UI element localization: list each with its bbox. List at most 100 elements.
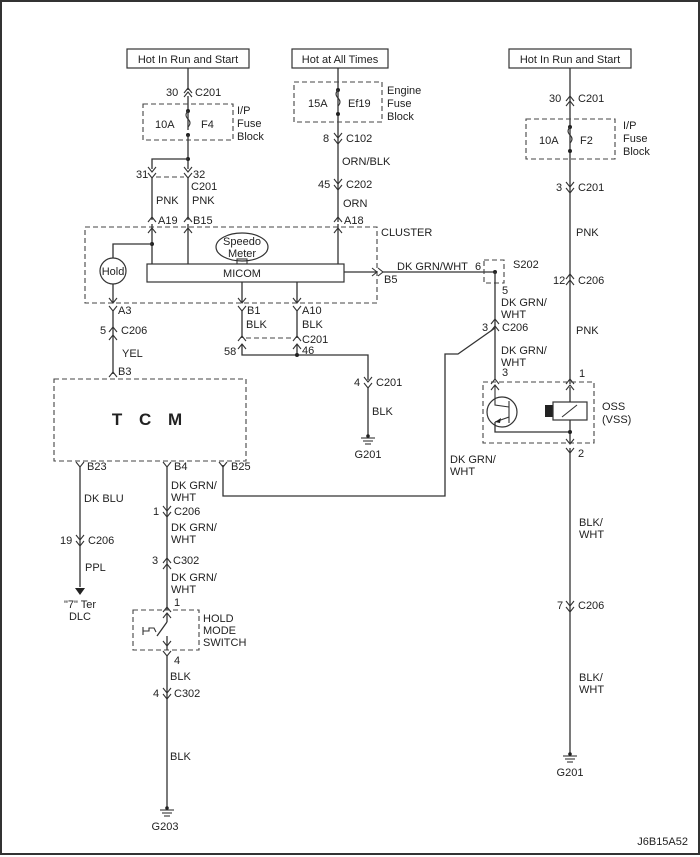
wire-color-label: WHT	[501, 309, 526, 321]
cluster-lower-circuits: A3 5 C206 YEL B3 B1 A10 BLK BLK C201 58 …	[100, 305, 402, 461]
wire-color-label: WHT	[450, 466, 475, 478]
wire-color-label: PNK	[192, 195, 215, 207]
connector-label: C206	[121, 325, 147, 337]
fuse-rating: 10A	[155, 119, 175, 131]
ground-label: G201	[355, 449, 382, 461]
dlc-label: DLC	[69, 611, 91, 623]
wire-color-label: DK GRN/	[171, 480, 218, 492]
pin-label: 32	[193, 169, 205, 181]
fuse-icon	[185, 110, 191, 128]
wire-color-label: DK GRN/	[171, 572, 218, 584]
connector-label: C201	[195, 87, 221, 99]
wire-color-label: DK GRN/	[171, 522, 218, 534]
wire-color-label: BLK	[170, 671, 191, 683]
wire-color-label: BLK	[372, 406, 393, 418]
speedo-label: Meter	[228, 248, 256, 260]
power-source-middle-label: Hot at All Times	[302, 54, 379, 66]
wire-color-label: WHT	[171, 534, 196, 546]
connector-label: C201	[578, 93, 604, 105]
magnet-icon	[545, 405, 553, 417]
pin-label: 30	[549, 93, 561, 105]
tcm-lower-circuits: B23 DK BLU 19 C206 PPL "7" Ter DLC B4 DK…	[60, 461, 251, 623]
hold-switch-ground-circuit: 4 BLK 4 C302 BLK G203	[152, 650, 200, 833]
wire-color-label: YEL	[122, 348, 143, 360]
pin-label: 8	[323, 133, 329, 145]
wire-color-label: WHT	[171, 584, 196, 596]
pin-label: 1	[174, 597, 180, 609]
wire-color-label: DK GRN/	[450, 454, 497, 466]
fuse-block-label: I/P	[237, 105, 250, 117]
pin-label: 30	[166, 87, 178, 99]
hold-label: Hold	[102, 266, 125, 278]
ground-label: G203	[152, 821, 179, 833]
wire-color-label: PNK	[156, 195, 179, 207]
fuse-name: F4	[201, 119, 214, 131]
fuse-block-label: Block	[237, 131, 264, 143]
power-source-left: Hot In Run and Start	[126, 48, 250, 69]
pin-label: 1	[153, 506, 159, 518]
pin-label: B3	[118, 366, 131, 378]
connector-label: C201	[191, 181, 217, 193]
wire-color-label: ORN/BLK	[342, 156, 391, 168]
left-feed-circuit: 30 C201 10A F4 I/P Fuse Block 31 32 C201…	[136, 68, 264, 227]
fuse-block-label: Fuse	[387, 98, 411, 110]
ground-label: G201	[557, 767, 584, 779]
connector-label: C201	[578, 182, 604, 194]
fuse-rating: 15A	[308, 98, 328, 110]
arrow-down-icon	[75, 588, 85, 595]
wire-color-label: PPL	[85, 562, 106, 574]
power-source-right-label: Hot In Run and Start	[520, 54, 620, 66]
oss-label: OSS	[602, 401, 625, 413]
pin-label: 19	[60, 535, 72, 547]
speedometer-icon	[215, 232, 269, 262]
pin-label: 4	[153, 688, 159, 700]
tcm-label: T C M	[112, 410, 188, 429]
pin-label: A18	[344, 215, 364, 227]
wire-color-label: WHT	[171, 492, 196, 504]
connector-label: C302	[174, 688, 200, 700]
power-source-middle: Hot at All Times	[291, 48, 389, 69]
pin-label: 3	[502, 367, 508, 379]
pin-label: A19	[158, 215, 178, 227]
wire-color-label: ORN	[343, 198, 368, 210]
connector-icon	[333, 132, 343, 145]
wire-color-label: PNK	[576, 325, 599, 337]
wire-color-label: DK GRN/WHT	[397, 261, 468, 273]
micom-block	[146, 263, 345, 283]
pin-label: B15	[193, 215, 213, 227]
pin-label: A10	[302, 305, 322, 317]
connector-icon	[147, 216, 157, 223]
connector-label: C102	[346, 133, 372, 145]
wire-color-label: WHT	[579, 529, 604, 541]
fuse-block-label: Block	[623, 146, 650, 158]
wire-color-label: BLK	[246, 319, 267, 331]
connector-label: C206	[174, 506, 200, 518]
connector-label: C206	[578, 600, 604, 612]
switch-label: HOLD	[203, 613, 234, 625]
hold-mode-switch[interactable]: HOLD MODE SWITCH	[132, 609, 246, 651]
fuse-name: F2	[580, 135, 593, 147]
connector-label: C302	[173, 555, 199, 567]
pin-label: 5	[502, 285, 508, 297]
splice-label: S202	[513, 259, 539, 271]
connector-icon	[333, 216, 343, 223]
splice-box	[483, 259, 505, 284]
pin-label: 7	[557, 600, 563, 612]
wire-color-label: DK GRN/	[501, 297, 548, 309]
middle-feed-circuit: 15A Ef19 Engine Fuse Block 8 C102 ORN/BL…	[293, 68, 421, 227]
right-feed-circuit: 30 C201 10A F2 I/P Fuse Block 3 C201 PNK…	[525, 68, 650, 385]
cluster-label: CLUSTER	[381, 227, 432, 239]
power-source-left-label: Hot In Run and Start	[138, 54, 238, 66]
instrument-cluster: CLUSTER Hold Speedo Meter MICOM B5	[84, 224, 432, 304]
pin-label: B4	[174, 461, 187, 473]
fuse-icon	[335, 89, 341, 107]
wire-color-label: WHT	[579, 684, 604, 696]
fuse-rating: 10A	[539, 135, 559, 147]
pin-label: 3	[556, 182, 562, 194]
connector-icon	[183, 87, 193, 98]
pin-label: B25	[231, 461, 251, 473]
pin-label: B23	[87, 461, 107, 473]
wire-color-label: WHT	[501, 357, 526, 369]
fuse-name: Ef19	[348, 98, 371, 110]
